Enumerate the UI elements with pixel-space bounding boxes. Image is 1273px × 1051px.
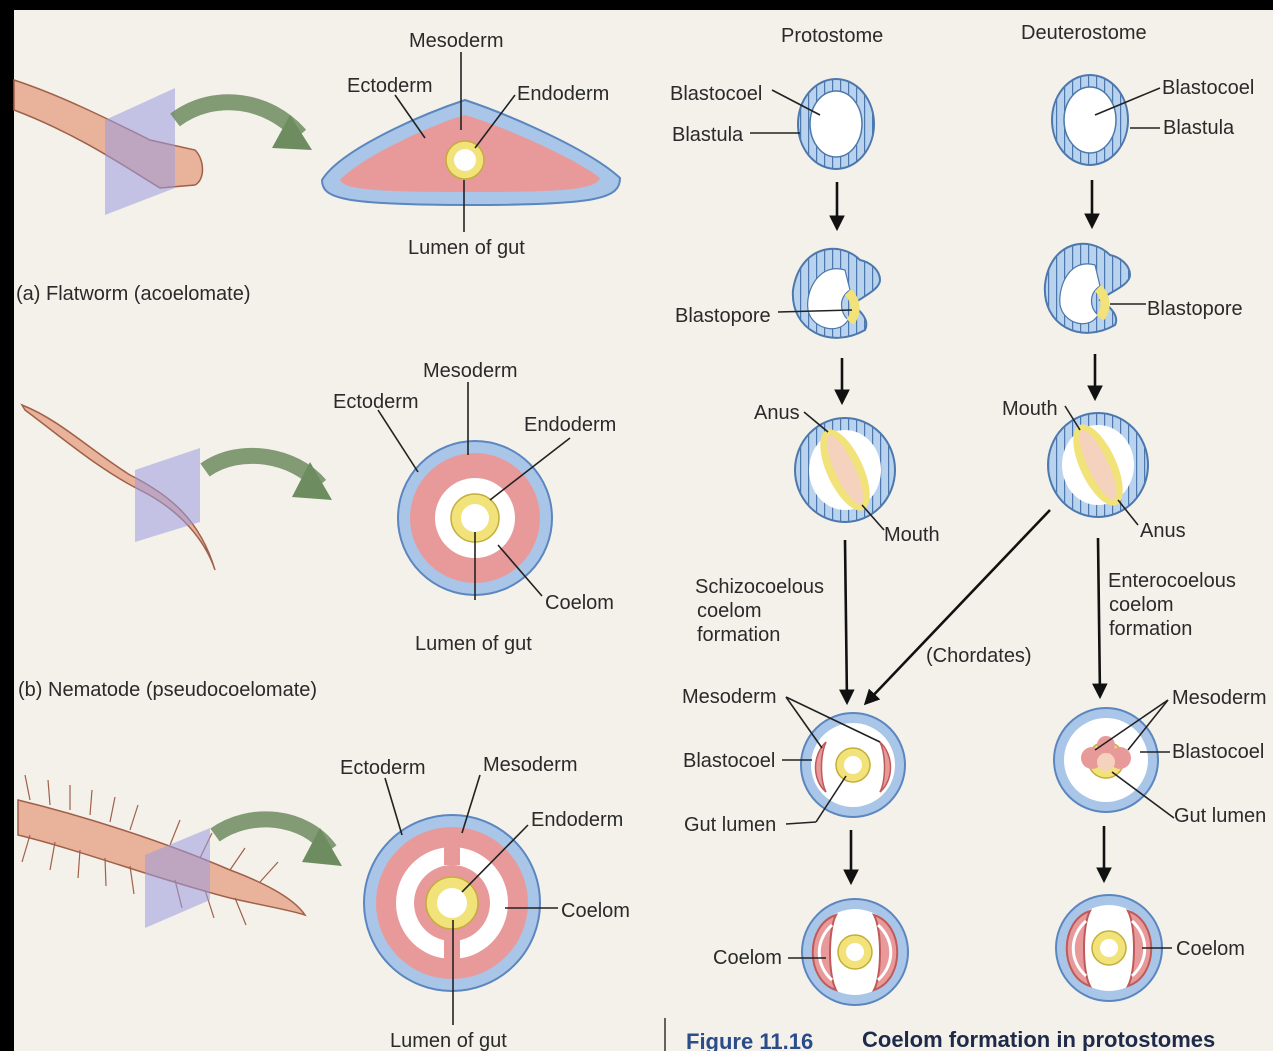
label-lumen-of-gut: Lumen of gut bbox=[408, 237, 525, 259]
header-deuterostome: Deuterostome bbox=[1021, 22, 1147, 44]
label-anus: Anus bbox=[1140, 520, 1186, 542]
label-anus: Anus bbox=[754, 402, 800, 424]
label-ectoderm: Ectoderm bbox=[347, 75, 433, 97]
label-mesoderm: Mesoderm bbox=[423, 360, 517, 382]
annelid-cross-section bbox=[364, 815, 540, 991]
label-blastopore: Blastopore bbox=[675, 305, 771, 327]
label-mesoderm: Mesoderm bbox=[409, 30, 503, 52]
protostome-blastula bbox=[798, 79, 874, 169]
label-blastula: Blastula bbox=[1163, 117, 1235, 139]
label-endoderm: Endoderm bbox=[524, 414, 616, 436]
label-blastopore: Blastopore bbox=[1147, 298, 1243, 320]
label-lumen-of-gut: Lumen of gut bbox=[415, 633, 532, 655]
label-enterocoelous: Enterocoelous bbox=[1108, 570, 1236, 592]
label-ectoderm: Ectoderm bbox=[333, 391, 419, 413]
label-blastocoel: Blastocoel bbox=[1172, 741, 1264, 763]
protostome-gastrula bbox=[793, 249, 880, 338]
deuterostome-blastula bbox=[1052, 75, 1128, 165]
protostome-coelom-stage bbox=[802, 899, 908, 1005]
figure-number: Figure 11.16 bbox=[686, 1029, 813, 1051]
label-ectoderm: Ectoderm bbox=[340, 757, 426, 779]
caption-nematode: (b) Nematode (pseudocoelomate) bbox=[18, 679, 317, 701]
label-lumen-of-gut: Lumen of gut bbox=[390, 1030, 507, 1051]
label-coelom: Coelom bbox=[1176, 938, 1245, 960]
label-coelom: Coelom bbox=[545, 592, 614, 614]
label-gut-lumen: Gut lumen bbox=[1174, 805, 1266, 827]
label-blastula: Blastula bbox=[672, 124, 744, 146]
label-enterocoelous-coelom: coelom bbox=[1109, 594, 1173, 616]
label-mesoderm: Mesoderm bbox=[483, 754, 577, 776]
label-schizocoelous: Schizocoelous bbox=[695, 576, 824, 598]
label-blastocoel: Blastocoel bbox=[1162, 77, 1254, 99]
label-mouth: Mouth bbox=[1002, 398, 1058, 420]
label-mesoderm: Mesoderm bbox=[682, 686, 776, 708]
label-coelom: Coelom bbox=[713, 947, 782, 969]
caption-flatworm: (a) Flatworm (acoelomate) bbox=[16, 283, 251, 305]
label-blastocoel: Blastocoel bbox=[670, 83, 762, 105]
protostome-gut-embryo bbox=[795, 418, 895, 522]
label-mouth: Mouth bbox=[884, 524, 940, 546]
label-coelom: Coelom bbox=[561, 900, 630, 922]
label-gut-lumen: Gut lumen bbox=[684, 814, 776, 836]
deuterostome-gut-embryo bbox=[1048, 413, 1148, 517]
figure-title: Coelom formation in protostomes bbox=[862, 1027, 1215, 1051]
deuterostome-mesoderm-stage bbox=[1054, 708, 1158, 812]
label-chordates: (Chordates) bbox=[926, 645, 1032, 667]
label-mesoderm: Mesoderm bbox=[1172, 687, 1266, 709]
header-protostome: Protostome bbox=[781, 25, 883, 47]
label-blastocoel: Blastocoel bbox=[683, 750, 775, 772]
label-schizocoelous-coelom: coelom bbox=[697, 600, 761, 622]
label-endoderm: Endoderm bbox=[531, 809, 623, 831]
label-schizocoelous-formation: formation bbox=[697, 624, 780, 646]
label-enterocoelous-formation: formation bbox=[1109, 618, 1192, 640]
label-endoderm: Endoderm bbox=[517, 83, 609, 105]
